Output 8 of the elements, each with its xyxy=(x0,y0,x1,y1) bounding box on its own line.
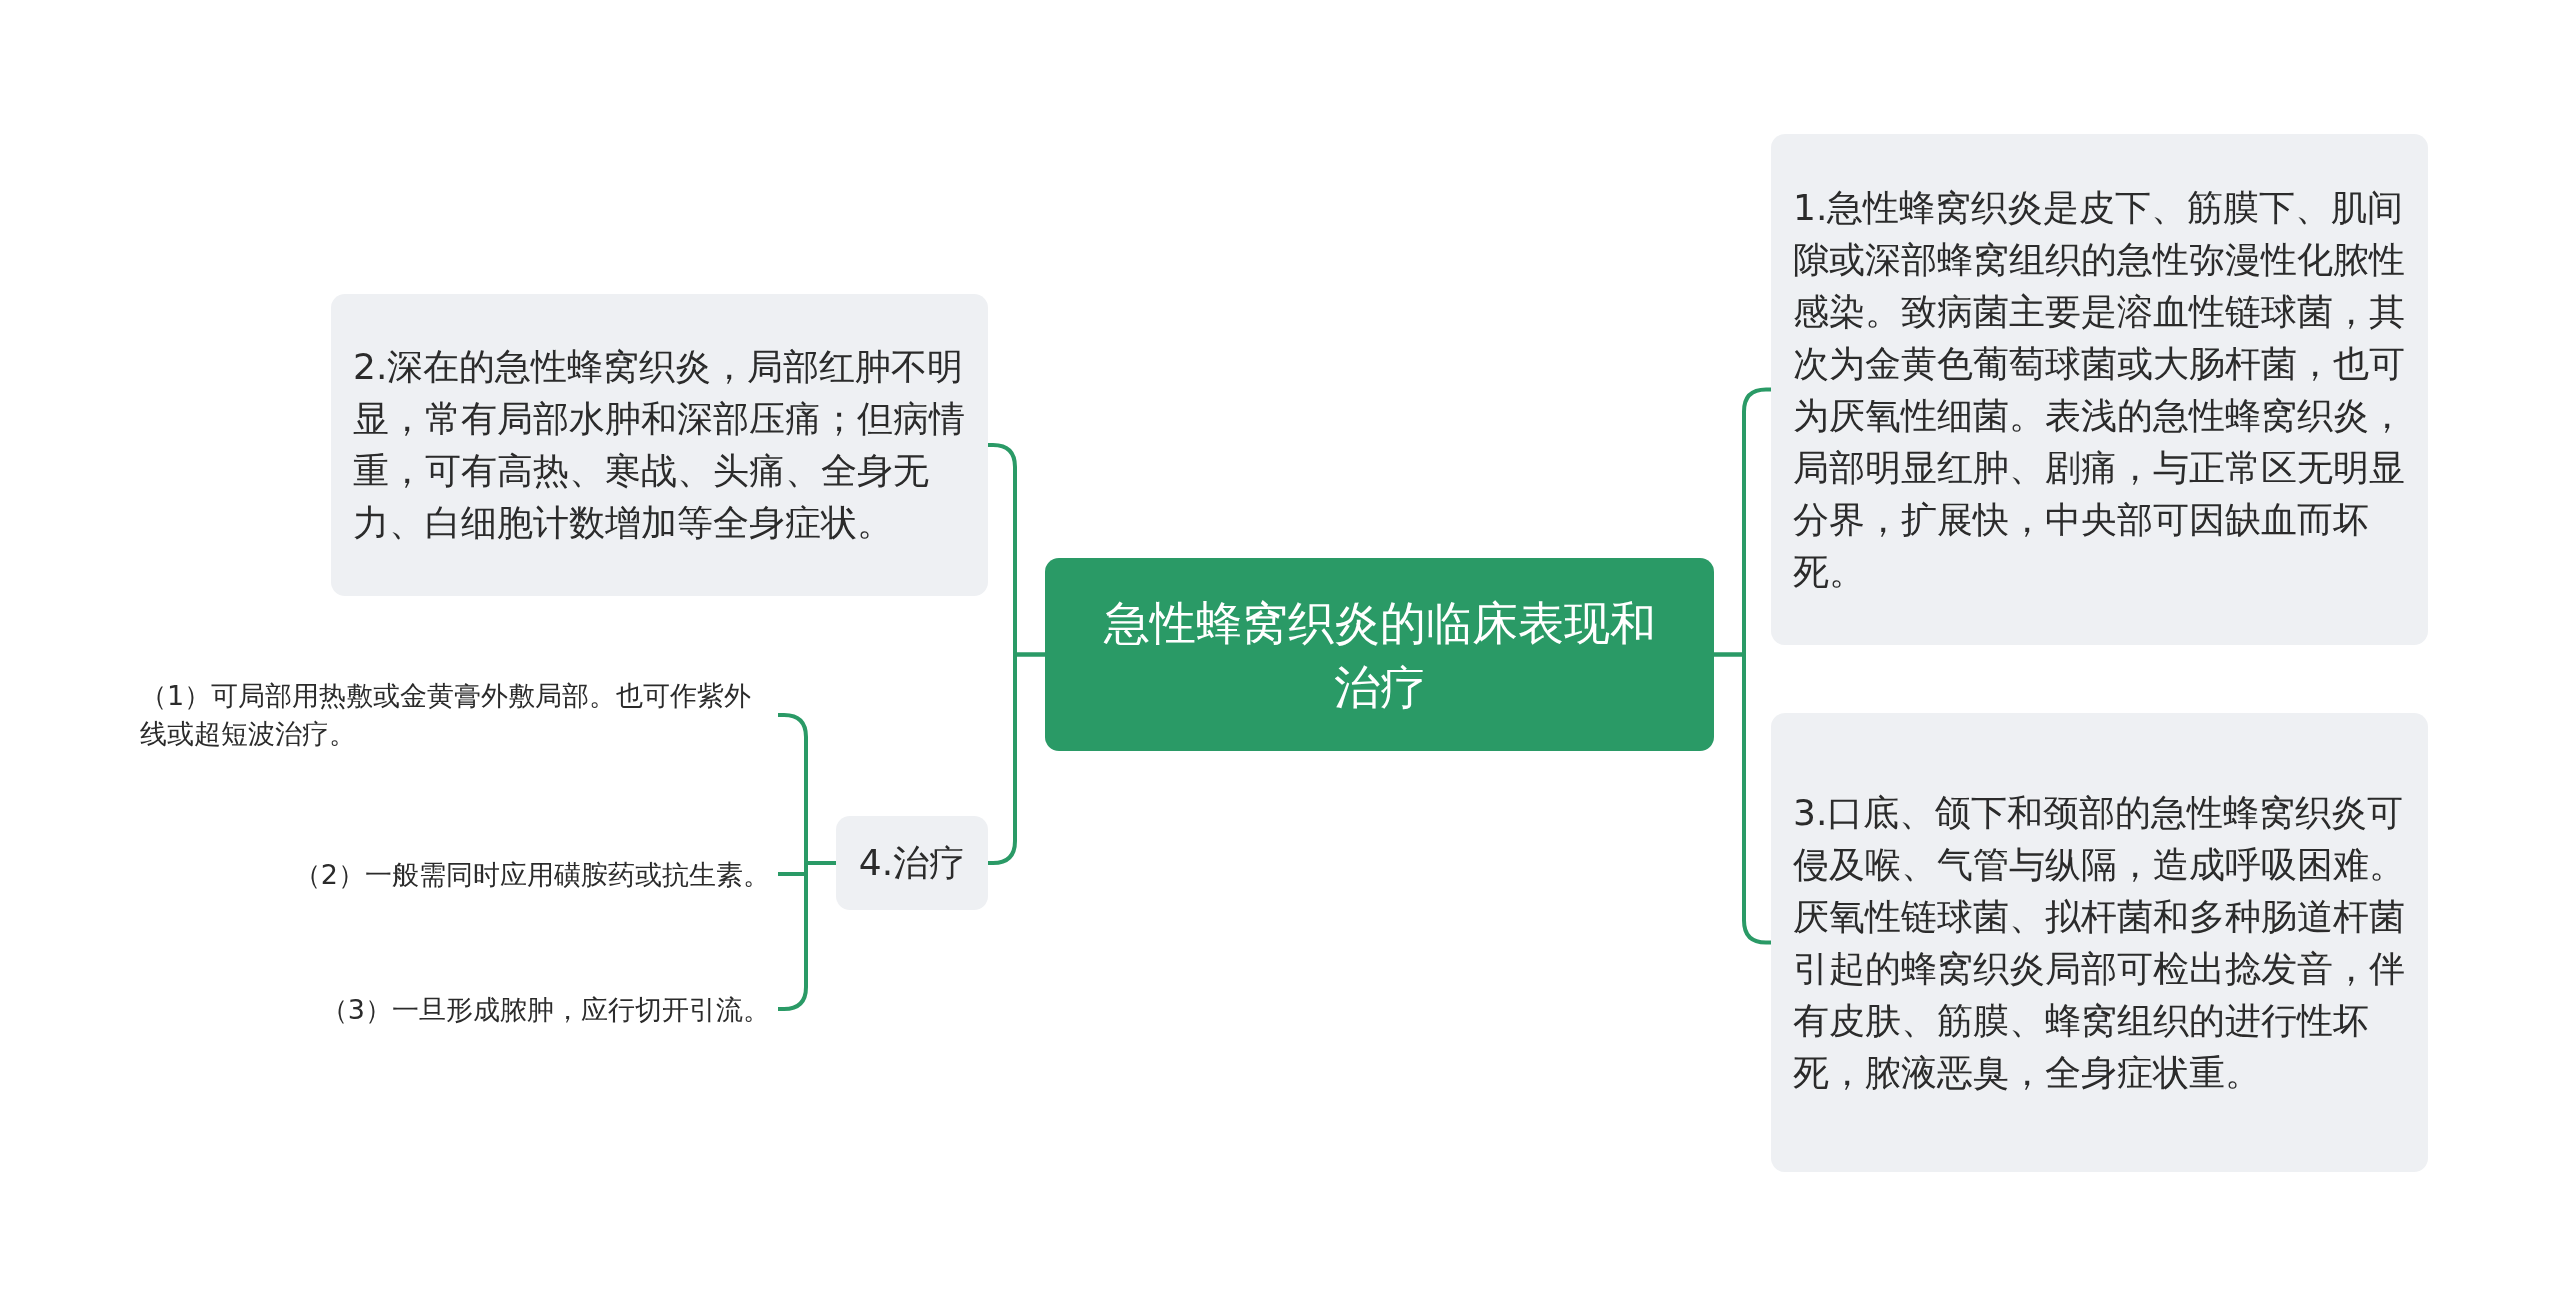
topic-box: 4.治疗 xyxy=(836,816,988,910)
leaf-text: （2）一般需同时应用磺胺药或抗生素。 xyxy=(140,850,770,900)
leaf-text: （1）可局部用热敷或金黄膏外敷局部。也可作紫外线或超短波治疗。 xyxy=(140,670,770,760)
topic-box: 2.深在的急性蜂窝织炎，局部红肿不明显，常有局部水肿和深部压痛；但病情重，可有高热、寒战、头痛、全身无力、白细胞计数增加等全身症状。 xyxy=(331,294,988,596)
leaf-text: （3）一旦形成脓肿，应行切开引流。 xyxy=(140,985,770,1035)
central-topic-box: 急性蜂窝织炎的临床表现和治疗 xyxy=(1045,558,1714,751)
topic-box: 1.急性蜂窝织炎是皮下、筋膜下、肌间隙或深部蜂窝组织的急性弥漫性化脓性感染。致病菌主要是溶血性链球菌，其次为金黄色葡萄球菌或大肠杆菌，也可为厌氧性细菌。表浅的急性蜂窝织炎，局部明显红肿、剧痛，与正常区无明显分界，扩展快，中央部可因缺血而坏死。 xyxy=(1771,134,2428,645)
topic-box: 3.口底、颌下和颈部的急性蜂窝织炎可侵及喉、气管与纵隔，造成呼吸困难。厌氧性链球菌、拟杆菌和多种肠道杆菌引起的蜂窝织炎局部可检出捻发音，伴有皮肤、筋膜、蜂窝组织的进行性坏死，脓液恶臭，全身症状重。 xyxy=(1771,713,2428,1172)
